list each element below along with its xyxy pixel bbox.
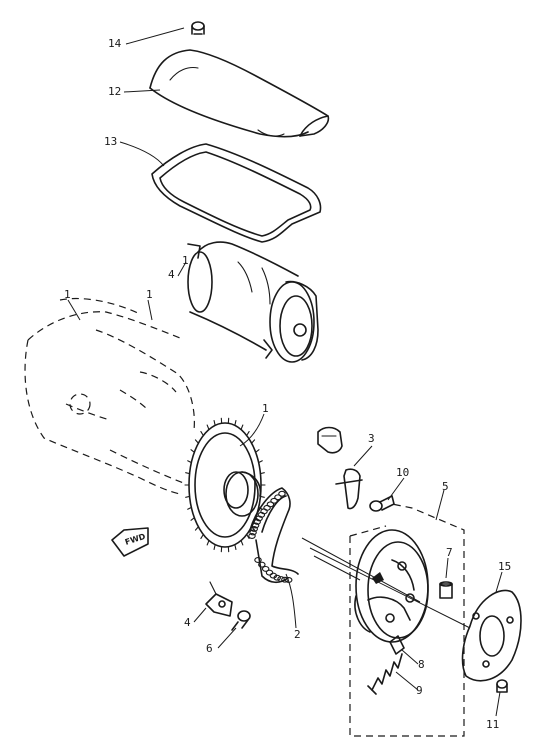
sprocket-tooth xyxy=(200,533,204,540)
sprocket-tooth xyxy=(187,506,192,510)
callout-5: 5 xyxy=(442,480,449,493)
part-4-starter-motor xyxy=(187,241,319,363)
chain-link xyxy=(270,497,278,504)
part-5-frame xyxy=(349,503,465,737)
sprocket-tooth xyxy=(240,539,244,546)
sprocket-tooth xyxy=(206,539,210,546)
chain-link xyxy=(249,529,257,536)
callout-1-sprocket: 1 xyxy=(262,402,269,415)
sprocket-tooth xyxy=(190,449,195,453)
callout-1-left: 1 xyxy=(64,288,71,301)
callout-10: 10 xyxy=(396,466,409,479)
sprocket-tooth xyxy=(206,424,210,431)
callout-15: 15 xyxy=(498,560,511,573)
sprocket-tooth xyxy=(246,430,250,437)
part-2-chain xyxy=(248,487,299,584)
sprocket-tooth xyxy=(213,544,216,550)
sprocket-tooth xyxy=(185,472,191,475)
part-12-cover xyxy=(149,49,330,138)
part-1-crankcase xyxy=(24,297,195,495)
part-3-clip xyxy=(335,468,363,510)
chain-link xyxy=(265,569,274,576)
chain-link xyxy=(251,522,260,529)
chain-link xyxy=(274,494,282,501)
callout-9: 9 xyxy=(416,684,423,697)
chain-link xyxy=(255,515,263,522)
sprocket-tooth xyxy=(194,439,199,444)
callout-4-upper: 4 xyxy=(168,268,175,281)
callout-3: 3 xyxy=(368,432,375,445)
sprocket-tooth xyxy=(251,439,256,444)
sprocket-tooth xyxy=(185,495,191,498)
sprocket-tooth xyxy=(190,517,195,521)
part-clip-small xyxy=(317,426,343,454)
part-11-bolt xyxy=(496,679,508,693)
chain-link xyxy=(253,518,261,525)
sprocket-tooth xyxy=(187,460,192,464)
callout-11: 11 xyxy=(486,718,499,731)
sprocket-tooth xyxy=(213,420,216,426)
part-13-gasket xyxy=(151,143,322,243)
callout-7: 7 xyxy=(446,546,453,559)
sprocket-tooth xyxy=(259,472,265,475)
chain-link xyxy=(248,533,256,539)
chain-link xyxy=(278,490,286,497)
leader-lines xyxy=(67,27,503,717)
callout-13: 13 xyxy=(104,135,117,148)
sprocket-tooth xyxy=(240,424,244,431)
sprocket-tooth xyxy=(234,544,237,550)
part-7-roller xyxy=(439,581,453,599)
sprocket-tooth xyxy=(234,420,237,426)
part-9-spring xyxy=(367,653,403,695)
callout-8: 8 xyxy=(418,658,425,671)
sprocket-tooth xyxy=(259,495,265,498)
callout-1-mid: 1 xyxy=(146,288,153,301)
fwd-arrow: FWD xyxy=(111,527,149,557)
chain-link xyxy=(258,561,266,568)
part-6-bolt xyxy=(231,610,251,631)
callout-labels: 14 12 13 4 1 1 1 1 3 10 5 7 15 8 9 11 2 … xyxy=(64,37,511,731)
chain-link xyxy=(273,574,281,581)
part-10-bolt xyxy=(369,495,395,512)
chain-link xyxy=(266,501,275,508)
part-5-clutch xyxy=(354,529,429,643)
callout-4-lower: 4 xyxy=(184,616,191,629)
callout-1-upper: 1 xyxy=(182,254,189,267)
chain-link xyxy=(254,557,262,563)
callout-6: 6 xyxy=(206,642,213,655)
part-14-bolt xyxy=(191,21,205,35)
sprocket-tooth xyxy=(255,449,260,453)
callout-14: 14 xyxy=(108,37,122,50)
chain-link xyxy=(261,565,270,572)
callout-12: 12 xyxy=(108,85,121,98)
sprocket-tooth xyxy=(200,430,204,437)
part-15-washer xyxy=(461,589,522,682)
callout-2: 2 xyxy=(294,628,301,641)
part-8-plunger xyxy=(389,635,405,655)
chain-link xyxy=(277,576,285,582)
sprocket-tooth xyxy=(246,533,250,540)
fwd-arrow-label: FWD xyxy=(124,532,147,547)
chain-link xyxy=(250,526,258,532)
part-1-sprocket xyxy=(184,417,266,553)
sprocket-tooth xyxy=(194,526,199,531)
part-4-bracket xyxy=(205,581,233,617)
sprocket-tooth xyxy=(258,460,263,464)
